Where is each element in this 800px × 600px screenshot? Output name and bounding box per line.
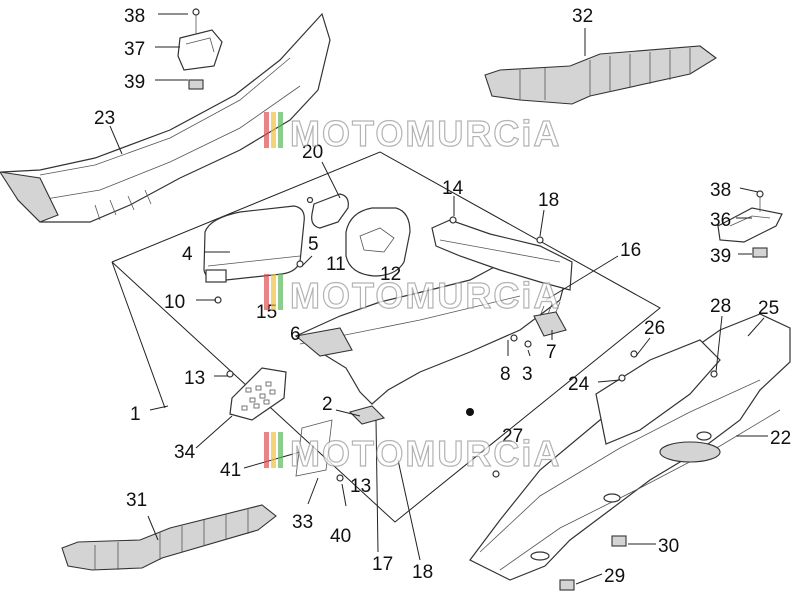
watermark-text-2: MOTOMURCiA [290, 275, 561, 316]
label-18-top: 18 [538, 190, 559, 211]
part-12-inner-panel [345, 207, 411, 277]
part-4-cover [203, 205, 305, 283]
label-34: 34 [174, 442, 196, 463]
label-39-right: 39 [710, 246, 731, 267]
label-8: 8 [500, 364, 511, 385]
label-32: 32 [572, 6, 593, 27]
label-10: 10 [164, 292, 185, 313]
label-11: 11 [326, 254, 346, 275]
leader-lines [109, 13, 768, 585]
label-26: 26 [644, 318, 665, 339]
label-3: 3 [522, 364, 533, 385]
label-37: 37 [124, 39, 145, 60]
part-36-bracket [717, 190, 783, 258]
label-2: 2 [322, 394, 333, 415]
label-12: 12 [380, 264, 401, 285]
watermark-3: MOTOMURCiA [264, 432, 561, 475]
label-4: 4 [182, 244, 193, 265]
watermark-text-1: MOTOMURCiA [290, 113, 561, 154]
label-22: 22 [770, 428, 791, 449]
watermark-1: MOTOMURCiA [264, 112, 561, 155]
part-37-bracket [177, 8, 223, 90]
part-32-floor-mat-right [484, 45, 717, 105]
label-39-top: 39 [124, 72, 145, 93]
label-23: 23 [94, 108, 115, 129]
label-36: 36 [710, 210, 731, 231]
label-20: 20 [302, 142, 323, 163]
label-18-bottom: 18 [412, 562, 433, 583]
label-24: 24 [568, 374, 590, 395]
part-34-footrest-plate [229, 367, 287, 421]
label-7: 7 [546, 342, 557, 363]
part-2-clip [348, 405, 386, 425]
part-33-plate [295, 419, 333, 477]
watermark-2: MOTOMURCiA [264, 274, 561, 317]
label-31: 31 [126, 490, 147, 511]
label-27: 27 [502, 426, 523, 447]
part-7-bracket [533, 301, 567, 337]
label-1: 1 [130, 404, 141, 425]
label-13-bottom: 13 [350, 476, 371, 497]
label-6: 6 [290, 324, 301, 345]
label-16: 16 [620, 240, 641, 261]
watermark-text-3: MOTOMURCiA [290, 433, 561, 474]
label-13-top: 13 [184, 368, 205, 389]
assembly-bracket-1 [111, 151, 661, 523]
label-40: 40 [330, 526, 351, 547]
label-33: 33 [292, 512, 313, 533]
part-20-small-cover [306, 193, 349, 229]
label-5: 5 [308, 234, 319, 255]
label-38-right: 38 [710, 180, 731, 201]
label-30: 30 [658, 536, 679, 557]
label-17: 17 [372, 554, 393, 575]
label-41: 41 [220, 460, 241, 481]
part-16-center-tunnel [294, 219, 573, 405]
part-22-right-side-panel [469, 313, 791, 581]
label-14: 14 [442, 178, 464, 199]
part-23-left-side-fairing [0, 12, 331, 223]
part-number-labels: 38 37 39 32 23 20 4 5 11 12 10 15 6 14 1… [94, 6, 791, 587]
label-25: 25 [758, 298, 779, 319]
label-38-top: 38 [124, 6, 145, 27]
label-28: 28 [710, 296, 731, 317]
label-29: 29 [604, 566, 625, 587]
part-31-floor-mat-left [61, 504, 277, 571]
